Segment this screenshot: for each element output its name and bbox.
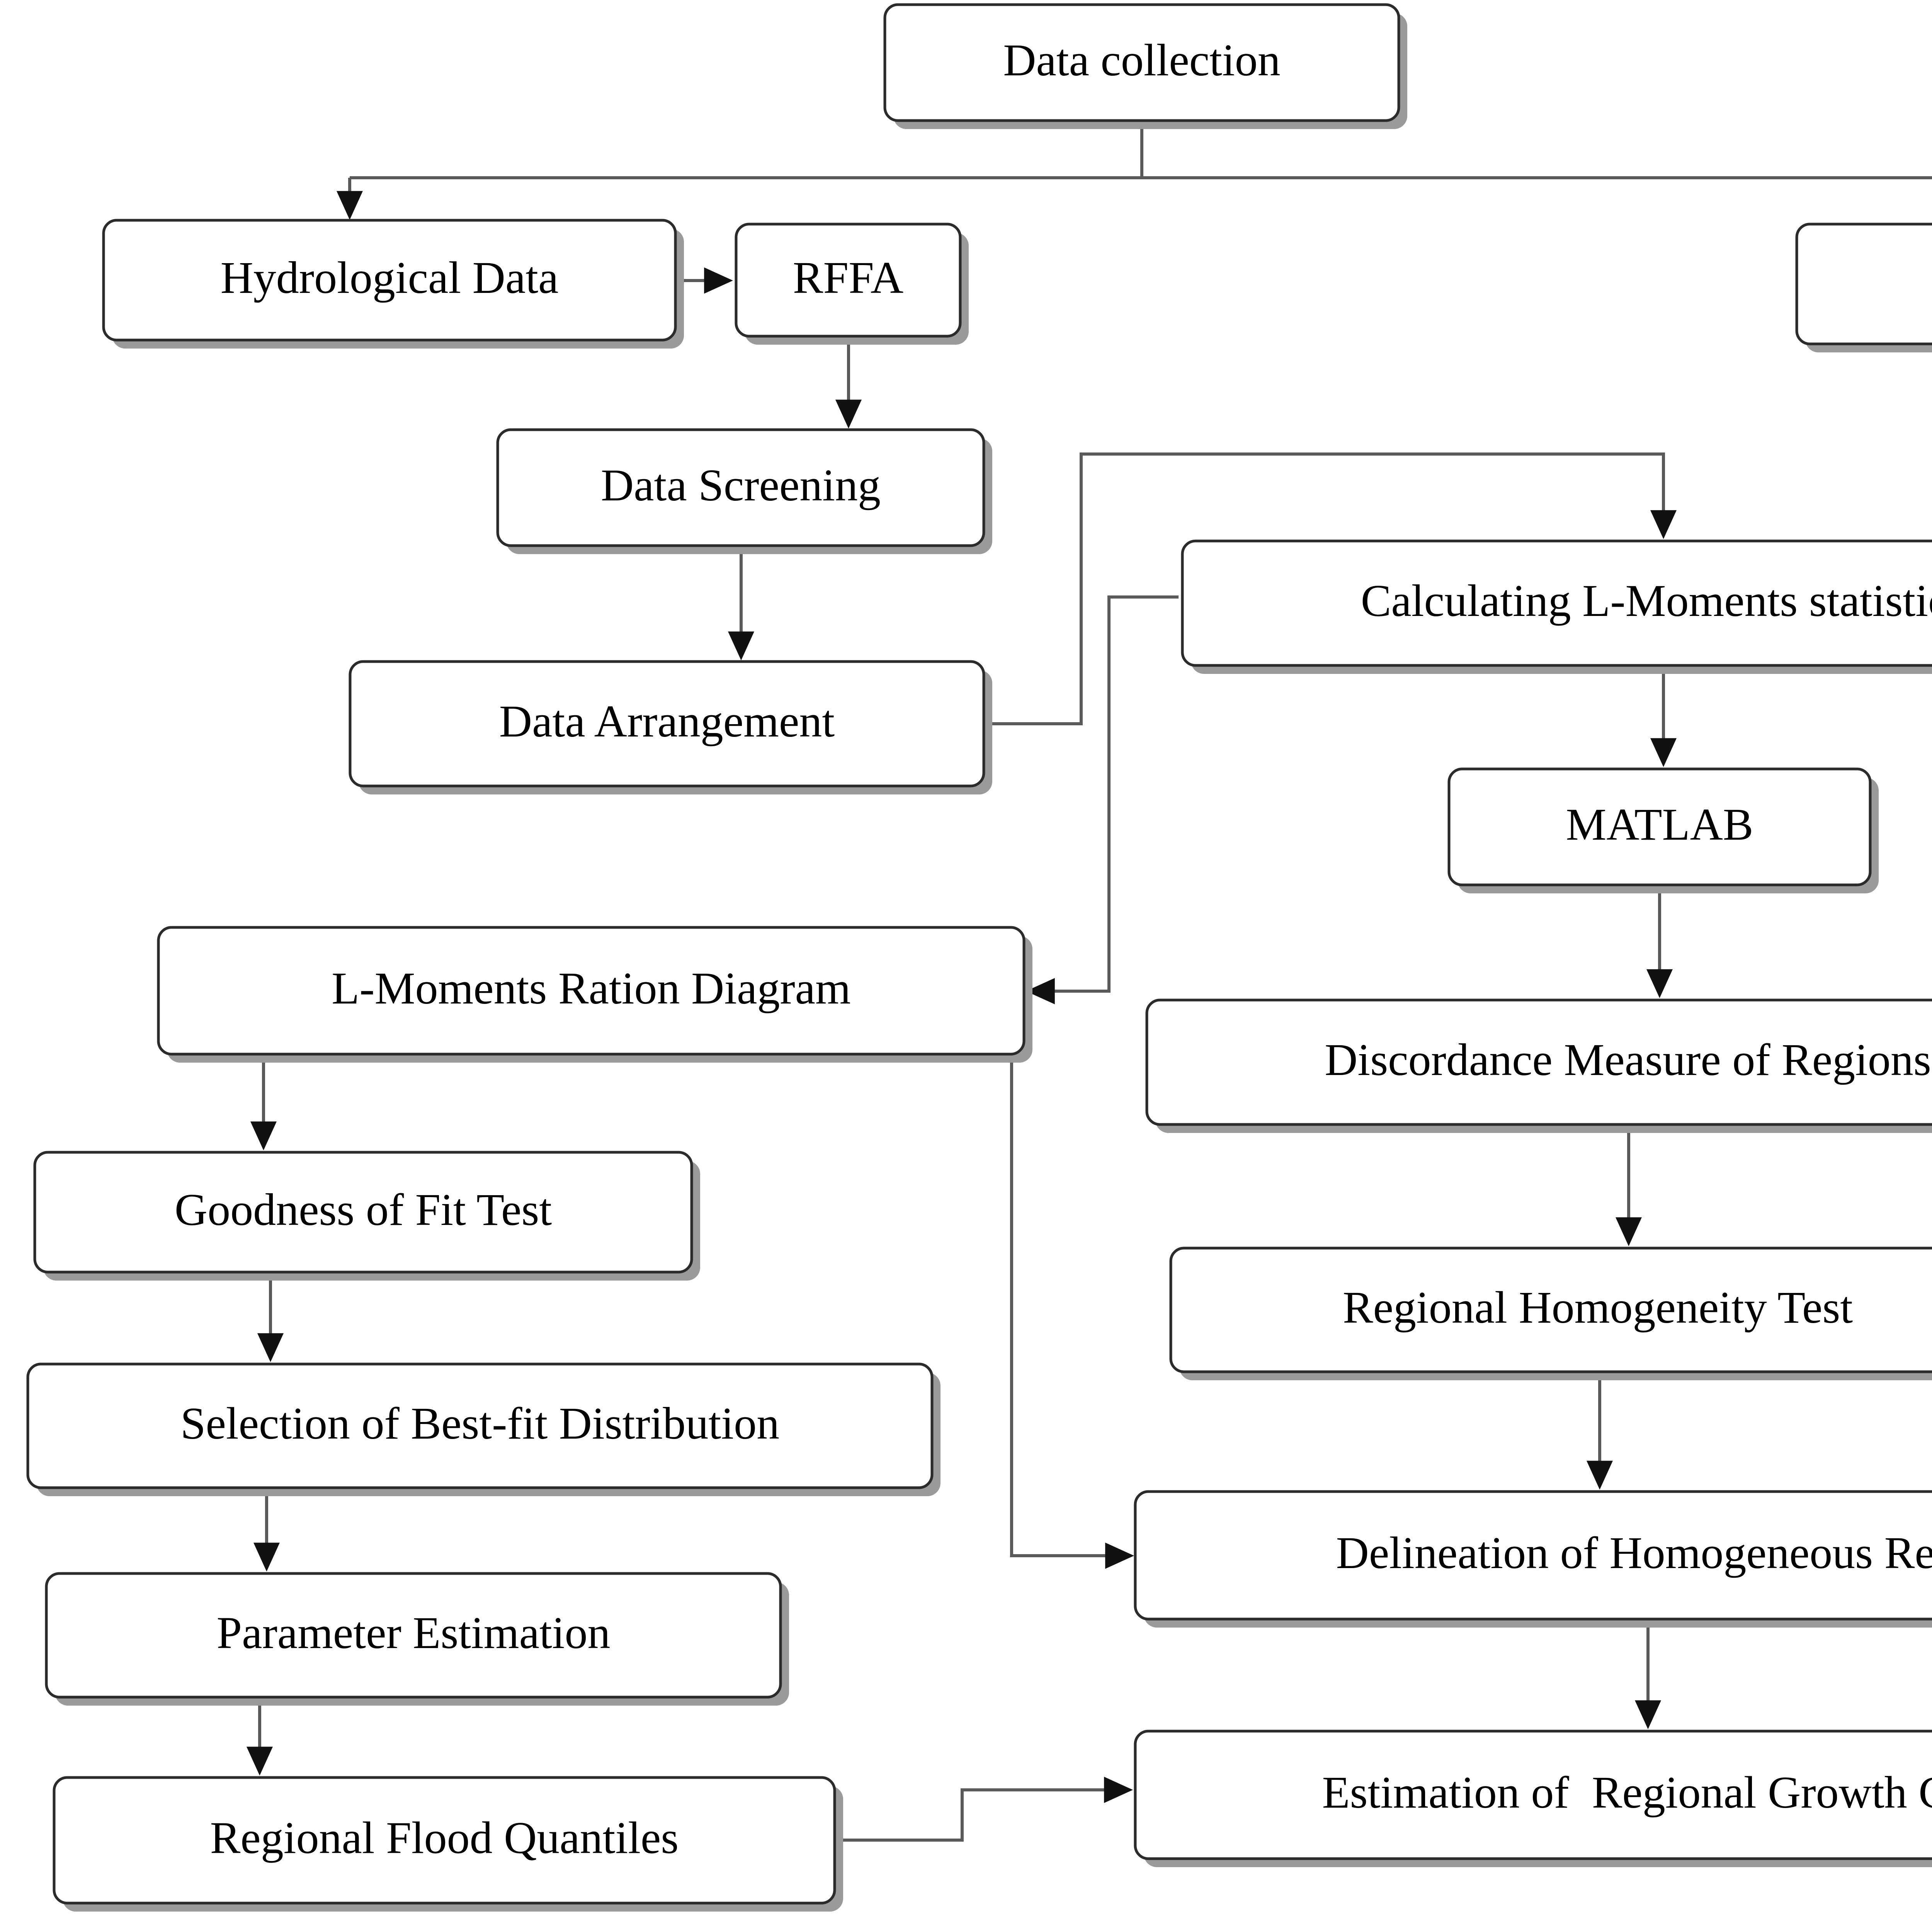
- edge-arrowhead: [835, 400, 862, 429]
- edge-arrowhead: [704, 267, 733, 294]
- node-goodness-of-fit[interactable]: Goodness of Fit Test: [33, 1151, 700, 1281]
- node-box[interactable]: [33, 1151, 693, 1274]
- edge-e-lmom-ratio: [1026, 595, 1179, 1004]
- edge-e-homog-delineation: [1587, 1373, 1613, 1490]
- node-box[interactable]: [1169, 1247, 1932, 1373]
- node-regional-flood-quantiles[interactable]: Regional Flood Quantiles: [53, 1776, 843, 1912]
- edge-line: [837, 1788, 1126, 1842]
- node-label: L-Moments Ration Diagram: [332, 963, 851, 1014]
- edge-e-hydro-rffa: [677, 267, 733, 294]
- edge-e-ratio-delineation: [1010, 1059, 1134, 1569]
- node-label: Regional Flood Quantiles: [210, 1813, 679, 1863]
- node-label: Hydrological Data: [221, 252, 559, 303]
- node-box[interactable]: [1795, 223, 1932, 345]
- node-label: RFFA: [793, 252, 903, 303]
- edge-e-delineation-growth: [1635, 1621, 1661, 1729]
- node-box[interactable]: [883, 3, 1400, 122]
- edge-arrowhead: [247, 1747, 273, 1776]
- edge-e-lmom-matlab: [1650, 667, 1677, 767]
- edge-arrowhead: [1587, 1461, 1613, 1490]
- node-discordance-measure[interactable]: Discordance Measure of Regions: [1145, 998, 1932, 1133]
- node-box[interactable]: [1134, 1730, 1932, 1860]
- node-box[interactable]: [496, 428, 985, 547]
- edge-e-bus-hydro: [337, 178, 363, 220]
- node-label: Spatial data: [1929, 256, 1932, 307]
- edge-e-rffa-screening: [835, 338, 862, 429]
- node-parameter-estimation[interactable]: Parameter Estimation: [45, 1572, 789, 1706]
- node-label: Data Arrangement: [499, 696, 835, 747]
- edge-arrowhead: [1650, 738, 1677, 767]
- node-matlab[interactable]: MATLAB: [1447, 767, 1879, 893]
- edge-arrowhead: [1635, 1700, 1661, 1729]
- node-data-arrangement[interactable]: Data Arrangement: [349, 660, 992, 794]
- node-estimation-growth-curves[interactable]: Estimation of Regional Growth Curves: [1134, 1730, 1932, 1867]
- node-label: Data Screening: [601, 460, 881, 510]
- node-l-moments-ratio-diagram[interactable]: L-Moments Ration Diagram: [157, 926, 1032, 1063]
- node-delineation-regions[interactable]: Delineation of Homogeneous Regions: [1134, 1490, 1932, 1628]
- node-label: Data collection: [1003, 35, 1281, 85]
- edge-arrowhead: [253, 1543, 280, 1572]
- edge-arrowhead: [257, 1333, 284, 1362]
- edge-arrowhead: [1616, 1217, 1642, 1246]
- edge-e-quantiles-growth: [837, 1777, 1133, 1842]
- node-rffa[interactable]: RFFA: [735, 223, 969, 345]
- node-box[interactable]: [1145, 998, 1932, 1126]
- node-box[interactable]: [349, 660, 985, 788]
- node-regional-homogeneity[interactable]: Regional Homogeneity Test: [1169, 1247, 1932, 1380]
- node-selection-best-fit[interactable]: Selection of Best-fit Distribution: [26, 1362, 940, 1496]
- edge-layer: [247, 121, 1932, 1842]
- node-box[interactable]: [53, 1776, 836, 1905]
- node-box[interactable]: [45, 1572, 782, 1699]
- node-label: Regional Homogeneity Test: [1343, 1282, 1853, 1333]
- node-box[interactable]: [735, 223, 962, 338]
- edge-arrowhead: [250, 1121, 277, 1150]
- edge-e-arrange-lmom: [985, 452, 1677, 725]
- node-box[interactable]: [1134, 1490, 1932, 1621]
- node-data-collection[interactable]: Data collection: [883, 3, 1407, 129]
- node-label: Delineation of Homogeneous Regions: [1336, 1527, 1932, 1578]
- edge-arrowhead: [1650, 510, 1677, 539]
- node-spatial-data[interactable]: Spatial data: [1795, 223, 1932, 352]
- edge-arrowhead: [1646, 969, 1673, 998]
- edge-e-goodness-selection: [257, 1274, 284, 1362]
- node-data-screening[interactable]: Data Screening: [496, 428, 992, 554]
- node-box[interactable]: [1447, 767, 1872, 886]
- edge-arrowhead: [1026, 978, 1055, 1004]
- edge-line: [1032, 595, 1179, 993]
- node-box[interactable]: [26, 1362, 934, 1489]
- edge-arrowhead: [1105, 1543, 1134, 1569]
- edge-arrowhead: [728, 631, 754, 660]
- node-label: Selection of Best-fit Distribution: [180, 1398, 779, 1449]
- edge-line: [985, 452, 1665, 725]
- node-box[interactable]: [1181, 539, 1932, 667]
- edge-arrowhead: [337, 191, 363, 220]
- node-hydrological-data[interactable]: Hydrological Data: [102, 219, 684, 349]
- edge-arrowhead: [1104, 1777, 1133, 1803]
- edge-e-ratio-goodness: [250, 1056, 277, 1150]
- node-label: Calculating L-Moments statistics: [1361, 575, 1932, 626]
- node-calculating-l-moments[interactable]: Calculating L-Moments statistics: [1181, 539, 1932, 674]
- edge-e-selection-param: [253, 1489, 280, 1572]
- edge-line: [1010, 1059, 1128, 1557]
- edge-e-matlab-discord: [1646, 886, 1673, 998]
- node-box[interactable]: [157, 926, 1026, 1056]
- node-label: Parameter Estimation: [216, 1607, 610, 1658]
- node-label: Discordance Measure of Regions: [1325, 1034, 1931, 1085]
- edge-e-param-quantiles: [247, 1699, 273, 1776]
- edge-e-discord-homog: [1616, 1126, 1642, 1246]
- edge-e-screening-arrange: [728, 548, 754, 660]
- node-label: Goodness of Fit Test: [175, 1184, 552, 1235]
- node-label: Estimation of Regional Growth Curves: [1322, 1767, 1932, 1818]
- node-label: MATLAB: [1566, 799, 1753, 850]
- node-box[interactable]: [102, 219, 677, 342]
